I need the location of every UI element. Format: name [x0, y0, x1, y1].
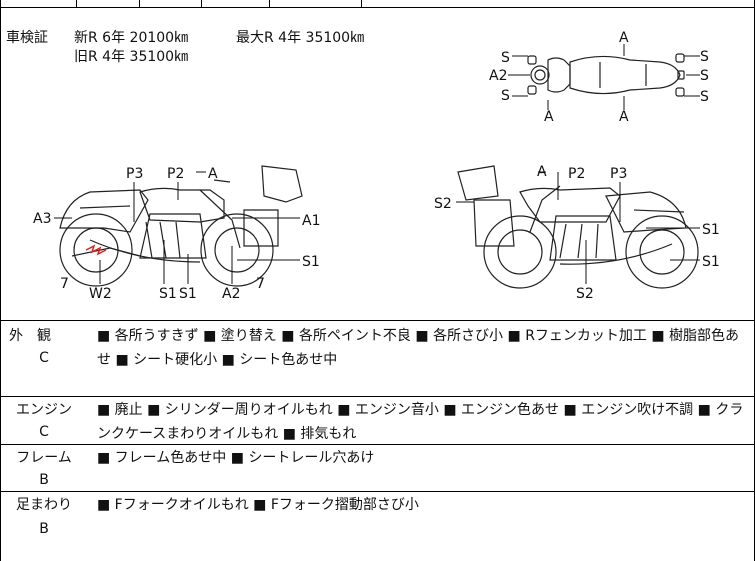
marker-label: S: [501, 88, 510, 104]
marker-label: W2: [89, 286, 112, 302]
section-grade-suspension: B: [39, 521, 49, 537]
marker-label: A1: [302, 213, 320, 229]
damage-mark: [85, 244, 107, 256]
marker-label: S1: [159, 286, 177, 302]
marker-label: S: [700, 68, 709, 84]
section-grade-exterior: C: [39, 350, 49, 366]
marker-label: A: [208, 166, 218, 182]
row-divider: [1, 396, 754, 397]
marker-label: 7: [60, 276, 69, 292]
section-name-exterior: 外 観: [9, 328, 51, 344]
section-grade-engine: C: [39, 424, 49, 440]
marker-label: A: [544, 109, 554, 125]
marker-label: S: [700, 49, 709, 65]
marker-label: P2: [167, 166, 184, 182]
inspection-max-rule: 最大R 4年 35100㎞: [236, 30, 365, 46]
inspection-new-rule: 新R 6年 20100㎞: [74, 30, 189, 46]
section-name-suspension: 足まわり: [16, 497, 72, 513]
section-name-engine: エンジン: [16, 402, 72, 418]
marker-label: A3: [33, 211, 51, 227]
marker-label: S: [501, 50, 510, 66]
column-divider: [361, 0, 362, 8]
marker-label: S1: [302, 254, 320, 270]
section-text-frame: ■ フレーム色あせ中 ■ シートレール穴あけ: [97, 450, 375, 466]
marker-label: S1: [702, 254, 720, 270]
marker-label: A2: [489, 68, 507, 84]
marker-label: S2: [576, 286, 594, 302]
marker-label: S2: [434, 196, 452, 212]
row-divider: [1, 320, 754, 321]
inspection-label: 車検証: [6, 30, 48, 46]
marker-label: A: [537, 164, 547, 180]
top-view-diagram: [527, 53, 685, 97]
right-side-view-diagram: [457, 165, 699, 289]
marker-label: A: [619, 109, 629, 125]
section-text-suspension: ■ Fフォークオイルもれ ■ Fフォーク摺動部さび小: [97, 497, 419, 513]
left-side-view-diagram: [59, 165, 303, 287]
section-name-frame: フレーム: [16, 450, 72, 466]
marker-label: P3: [126, 166, 143, 182]
row-divider: [1, 491, 754, 492]
marker-label: A: [619, 30, 629, 46]
marker-label: S1: [179, 286, 197, 302]
inspection-old-rule: 旧R 4年 35100㎞: [74, 49, 189, 65]
marker-label: S: [700, 89, 709, 105]
section-text-engine: ■ 廃止 ■ シリンダー周りオイルもれ ■ エンジン音小 ■ エンジン色あせ ■…: [97, 402, 744, 442]
column-divider: [76, 0, 77, 8]
marker-label: P2: [568, 166, 585, 182]
marker-label: A2: [222, 286, 240, 302]
section-grade-frame: B: [39, 472, 49, 488]
marker-label: 7: [256, 276, 265, 292]
column-divider: [139, 0, 140, 8]
marker-label: P3: [610, 166, 627, 182]
row-divider: [1, 7, 754, 8]
marker-label: S1: [702, 222, 720, 238]
column-divider: [201, 0, 202, 8]
column-divider: [269, 0, 270, 8]
section-text-exterior: ■ 各所うすきず ■ 塗り替え ■ 各所ペイント不良 ■ 各所さび小 ■ Rフェ…: [97, 328, 740, 368]
row-divider: [1, 444, 754, 445]
